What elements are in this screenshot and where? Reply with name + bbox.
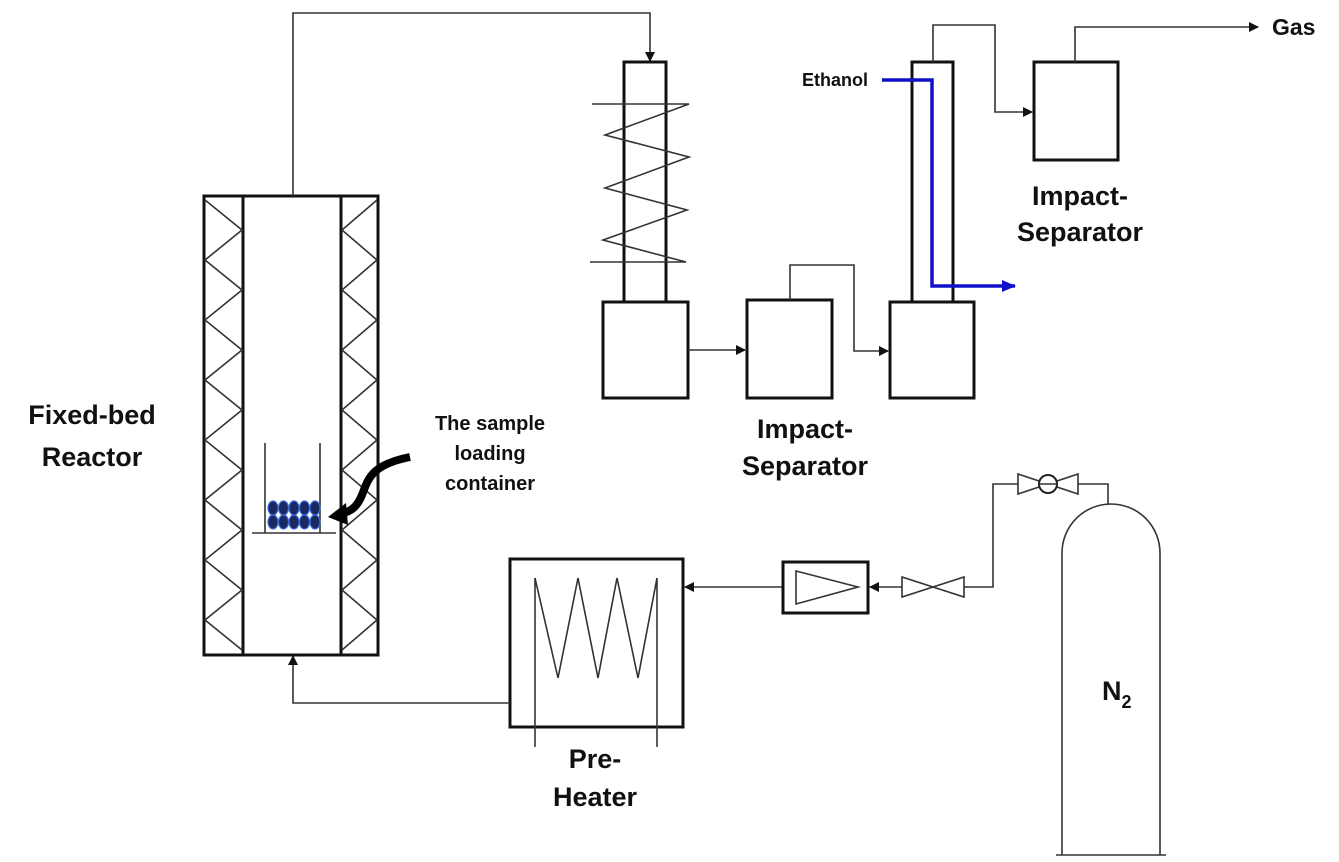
gas-label: Gas	[1272, 14, 1315, 40]
sample-particles	[267, 500, 321, 530]
sample-particle	[277, 500, 290, 516]
n2-label: N2	[1102, 676, 1132, 712]
lower-separator-label: Impact-	[757, 414, 853, 444]
pointer-arrow	[336, 453, 411, 519]
ethanol-line	[882, 78, 1016, 292]
sample-particle	[298, 514, 311, 530]
ethanol-label: Ethanol	[802, 70, 868, 90]
condenser	[590, 60, 692, 304]
upper-separator-label: Impact-	[1032, 181, 1128, 211]
sample-particle	[277, 514, 290, 530]
sample-particle	[267, 500, 279, 516]
needle-valve	[901, 575, 965, 599]
sample-particle	[288, 514, 300, 530]
sample-particle	[309, 500, 321, 516]
sample-particle	[288, 500, 300, 516]
pre-heater	[508, 557, 685, 747]
fixed-bed-reactor	[202, 194, 380, 657]
collector-box-3	[888, 300, 976, 400]
impact-separator-upper	[1032, 60, 1120, 162]
sample-label: The sample	[435, 413, 545, 435]
flow-meter	[781, 560, 870, 615]
reactor-heater-right	[340, 199, 379, 651]
reactor-label: Fixed-bed	[28, 400, 156, 430]
reactor-label-2: Reactor	[42, 442, 143, 472]
lower-separator-label-2: Separator	[742, 451, 869, 481]
collector-box-1	[601, 300, 690, 400]
preheater-label-2: Heater	[553, 782, 638, 812]
sample-particle	[309, 514, 321, 530]
sample-particle	[298, 500, 311, 516]
n2-cylinder	[1056, 503, 1166, 856]
sample-loading-container	[252, 443, 336, 534]
gas-outlet-line	[1074, 22, 1259, 62]
sample-label-3: container	[445, 473, 535, 495]
upper-separator-label-2: Separator	[1017, 217, 1144, 247]
regulator-valve	[1017, 472, 1079, 496]
preheater-label: Pre-	[569, 744, 622, 774]
sample-particle	[267, 514, 279, 530]
impact-separator-lower	[745, 298, 834, 400]
sample-label-2: loading	[454, 443, 525, 465]
reactor-outlet-line	[292, 12, 655, 196]
reactor-heater-left	[203, 199, 244, 651]
